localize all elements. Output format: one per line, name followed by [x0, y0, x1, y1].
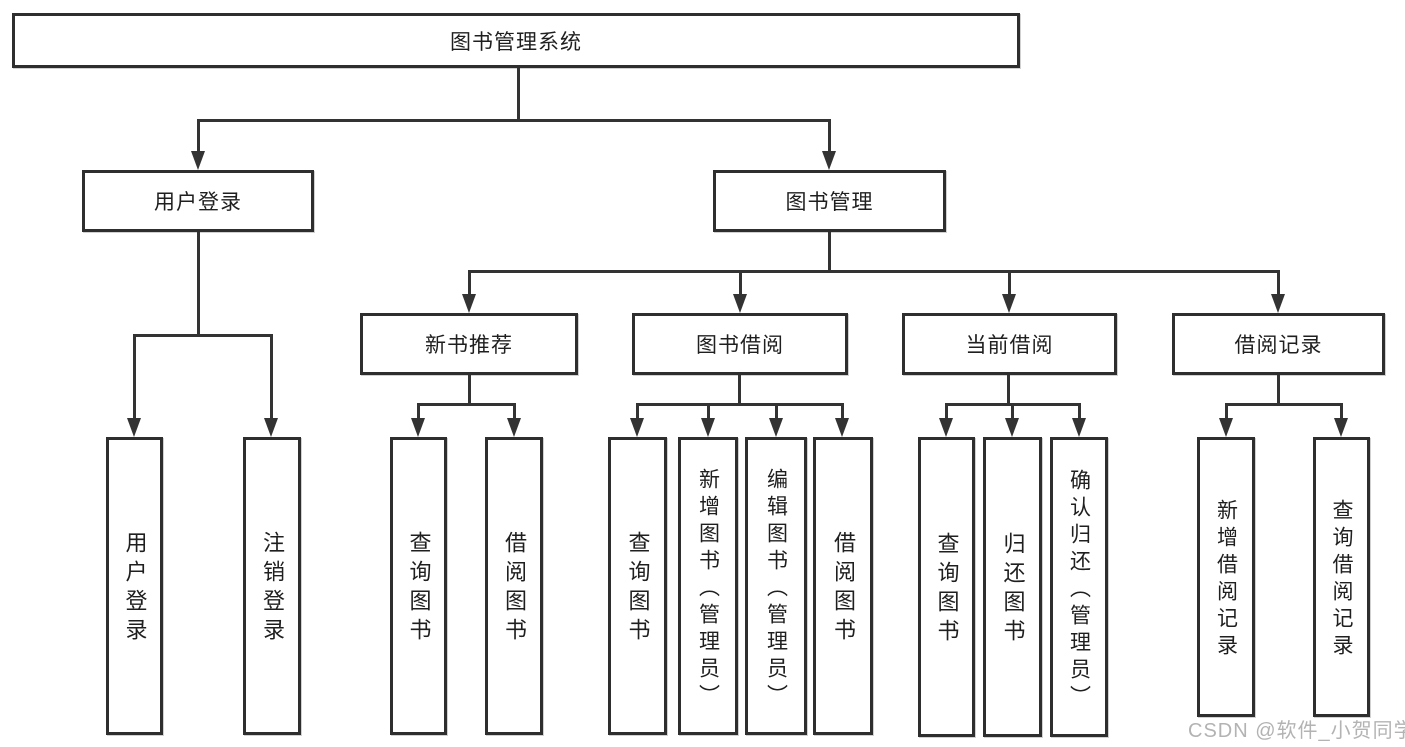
leaf-user-login: 用户登录 [106, 437, 163, 735]
arrow-down-icon [1219, 418, 1233, 437]
arrow-down-icon [1002, 294, 1016, 313]
node-label: 用户登录 [154, 191, 242, 214]
arrow-down-icon [462, 294, 476, 313]
connector-line [517, 68, 520, 120]
arrow-down-icon [1334, 418, 1348, 437]
csdn-watermark: CSDN @软件_小贺同学 [1188, 720, 1405, 742]
node-label: 当前借阅 [965, 334, 1054, 357]
connector-line [945, 403, 948, 419]
node-label: 借阅图书 [831, 531, 856, 647]
leaf-confirm-return-admin: 确认归还（管理员） [1050, 437, 1108, 737]
arrow-down-icon [939, 418, 953, 437]
node-label: 查询图书 [406, 531, 432, 647]
node-label: 注销登录 [260, 531, 285, 647]
leaf-query-borrow-record: 查询借阅记录 [1313, 437, 1370, 717]
node-label: 用户登录 [122, 531, 148, 647]
connector-line [1078, 403, 1081, 419]
node-label: 图书借阅 [696, 334, 784, 357]
node-library-management-system: 图书管理系统 [12, 13, 1020, 68]
node-current-borrowing: 当前借阅 [902, 313, 1117, 375]
leaf-query-books-3: 查询图书 [918, 437, 975, 737]
connector-line [636, 403, 844, 406]
node-label: 查询图书 [934, 532, 960, 648]
node-borrowing-records: 借阅记录 [1172, 313, 1385, 375]
node-label: 确认归还（管理员） [1067, 468, 1091, 712]
node-label: 借阅记录 [1234, 334, 1323, 357]
connector-line [1225, 403, 1228, 419]
connector-line [1277, 270, 1280, 296]
connector-line [1277, 375, 1280, 405]
connector-line [197, 232, 200, 336]
connector-line [1011, 403, 1014, 419]
node-label: 借阅图书 [502, 531, 527, 647]
node-label: 查询图书 [625, 531, 651, 647]
connector-line [133, 334, 136, 420]
leaf-edit-books-admin: 编辑图书（管理员） [745, 437, 807, 735]
connector-line [707, 403, 710, 419]
arrow-down-icon [1271, 294, 1285, 313]
node-label: 图书管理系统 [450, 30, 582, 54]
leaf-borrow-books-2: 借阅图书 [813, 437, 873, 735]
connector-line [636, 403, 639, 419]
node-label: 新增借阅记录 [1214, 499, 1238, 661]
leaf-return-books: 归还图书 [983, 437, 1042, 737]
connector-line [468, 270, 471, 296]
arrow-down-icon [507, 418, 521, 437]
connector-line [1225, 403, 1342, 406]
leaf-logout: 注销登录 [243, 437, 301, 735]
leaf-borrow-books-1: 借阅图书 [485, 437, 543, 735]
connector-line [270, 334, 273, 420]
connector-line [775, 403, 778, 419]
node-label: 归还图书 [1000, 532, 1026, 648]
connector-line [1007, 375, 1010, 405]
connector-line [738, 375, 741, 405]
arrow-down-icon [701, 418, 715, 437]
node-label: 新书推荐 [425, 334, 513, 357]
node-label: 图书管理 [785, 191, 874, 214]
arrow-down-icon [630, 418, 644, 437]
connector-line [828, 119, 831, 153]
connector-line [468, 375, 471, 405]
connector-line [417, 403, 516, 406]
connector-line [513, 403, 516, 419]
arrow-down-icon [822, 151, 836, 170]
connector-line [197, 119, 200, 153]
leaf-add-borrow-record: 新增借阅记录 [1197, 437, 1255, 717]
arrow-down-icon [264, 418, 278, 437]
arrow-down-icon [733, 294, 747, 313]
node-label: 编辑图书（管理员） [764, 467, 788, 711]
connector-line [468, 270, 1280, 273]
connector-line [197, 119, 831, 122]
connector-line [417, 403, 420, 419]
arrow-down-icon [1005, 418, 1019, 437]
arrow-down-icon [769, 418, 783, 437]
arrow-down-icon [835, 418, 849, 437]
leaf-query-books-1: 查询图书 [390, 437, 447, 735]
node-new-book-recommendation: 新书推荐 [360, 313, 578, 375]
node-label: 新增图书（管理员） [696, 467, 720, 711]
leaf-add-books-admin: 新增图书（管理员） [678, 437, 738, 735]
arrow-down-icon [411, 418, 425, 437]
node-user-login: 用户登录 [82, 170, 314, 232]
node-label: 查询借阅记录 [1330, 499, 1353, 661]
node-book-management: 图书管理 [713, 170, 946, 232]
node-book-borrowing: 图书借阅 [632, 313, 848, 375]
connector-line [133, 334, 273, 337]
arrow-down-icon [191, 151, 205, 170]
connector-line [739, 270, 742, 296]
connector-line [1008, 270, 1011, 296]
arrow-down-icon [1072, 418, 1086, 437]
connector-line [841, 403, 844, 419]
connector-line [1340, 403, 1343, 419]
leaf-query-books-2: 查询图书 [608, 437, 667, 735]
arrow-down-icon [127, 418, 141, 437]
connector-line [828, 232, 831, 273]
